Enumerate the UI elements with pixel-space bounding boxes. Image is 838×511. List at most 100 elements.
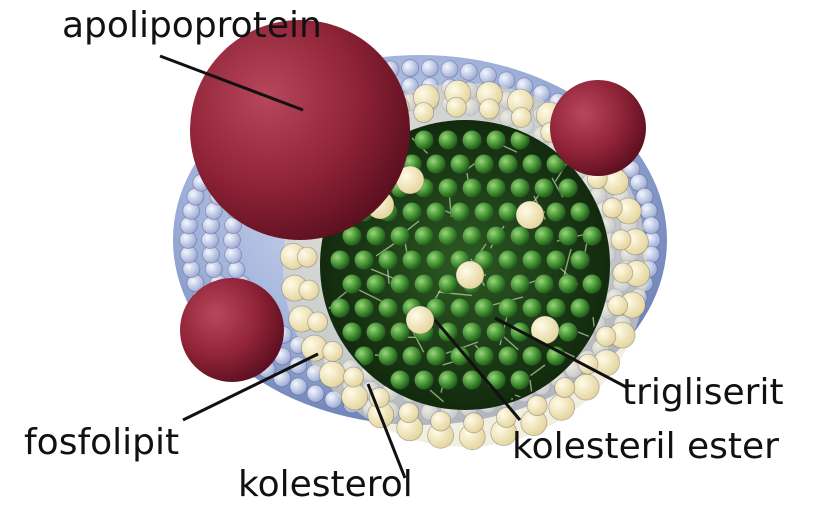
triglyceride bbox=[463, 323, 482, 342]
triglyceride bbox=[559, 275, 578, 294]
triglyceride bbox=[427, 347, 446, 366]
phospholipid-head bbox=[225, 246, 242, 263]
triglyceride bbox=[487, 179, 506, 198]
phospholipid-head bbox=[180, 217, 197, 234]
apolipoprotein-large bbox=[190, 20, 410, 240]
triglyceride bbox=[379, 251, 398, 270]
triglyceride bbox=[511, 227, 530, 246]
triglyceride bbox=[547, 299, 566, 318]
cholesterol-molecule bbox=[399, 403, 419, 423]
cholesterol-molecule bbox=[446, 97, 466, 117]
label-apolipoprotein: apolipoprotein bbox=[62, 8, 322, 44]
triglyceride bbox=[451, 299, 470, 318]
cholesterol-molecule bbox=[596, 326, 616, 346]
triglyceride bbox=[487, 371, 506, 390]
triglyceride bbox=[355, 299, 374, 318]
phospholipid-head bbox=[460, 63, 477, 80]
triglyceride bbox=[403, 251, 422, 270]
triglyceride bbox=[367, 227, 386, 246]
triglyceride bbox=[499, 155, 518, 174]
triglyceride bbox=[367, 275, 386, 294]
triglyceride bbox=[331, 251, 350, 270]
triglyceride bbox=[547, 251, 566, 270]
triglyceride bbox=[463, 227, 482, 246]
phospholipid-head bbox=[307, 385, 324, 402]
phospholipid-head bbox=[498, 72, 515, 89]
triglyceride bbox=[535, 275, 554, 294]
label-trigliserit: trigliserit bbox=[622, 375, 784, 411]
triglyceride bbox=[475, 299, 494, 318]
phospholipid-head bbox=[228, 261, 245, 278]
triglyceride bbox=[511, 371, 530, 390]
triglyceride bbox=[499, 203, 518, 222]
triglyceride bbox=[463, 179, 482, 198]
triglyceride bbox=[583, 275, 602, 294]
cholesterol-molecule bbox=[308, 312, 328, 332]
triglyceride bbox=[343, 275, 362, 294]
triglyceride bbox=[487, 131, 506, 150]
cholesterol-molecule bbox=[555, 378, 575, 398]
cholesterol-molecule bbox=[344, 367, 364, 387]
cholesterol-molecule bbox=[431, 411, 451, 431]
triglyceride bbox=[391, 227, 410, 246]
apolipoprotein-right bbox=[550, 80, 646, 176]
triglyceride bbox=[415, 371, 434, 390]
triglyceride bbox=[439, 131, 458, 150]
triglyceride bbox=[475, 155, 494, 174]
label-kolesterol: kolesterol bbox=[238, 467, 413, 503]
cholesterol-molecule bbox=[299, 280, 319, 300]
cholesterol-molecule bbox=[613, 263, 633, 283]
cholesteryl-ester bbox=[406, 306, 434, 334]
cholesterol-molecule bbox=[573, 374, 599, 400]
triglyceride bbox=[583, 227, 602, 246]
cholesteryl-ester bbox=[456, 261, 484, 289]
triglyceride bbox=[475, 347, 494, 366]
triglyceride bbox=[391, 275, 410, 294]
triglyceride bbox=[367, 323, 386, 342]
triglyceride bbox=[523, 299, 542, 318]
label-kolesteril-ester: kolesteril ester bbox=[512, 429, 779, 465]
triglyceride bbox=[403, 203, 422, 222]
triglyceride bbox=[499, 251, 518, 270]
triglyceride bbox=[415, 275, 434, 294]
label-fosfolipit: fosfolipit bbox=[24, 425, 179, 461]
triglyceride bbox=[535, 179, 554, 198]
triglyceride bbox=[487, 323, 506, 342]
triglyceride bbox=[523, 155, 542, 174]
triglyceride bbox=[427, 155, 446, 174]
triglyceride bbox=[535, 227, 554, 246]
phospholipid-head bbox=[183, 261, 200, 278]
triglyceride bbox=[487, 275, 506, 294]
triglyceride bbox=[475, 203, 494, 222]
cholesterol-molecule bbox=[611, 230, 631, 250]
triglyceride bbox=[523, 251, 542, 270]
triglyceride bbox=[451, 155, 470, 174]
triglyceride bbox=[463, 131, 482, 150]
triglyceride bbox=[511, 179, 530, 198]
triglyceride bbox=[523, 347, 542, 366]
cholesterol-molecule bbox=[319, 361, 345, 387]
triglyceride bbox=[559, 179, 578, 198]
phospholipid-head bbox=[290, 378, 307, 395]
triglyceride bbox=[559, 227, 578, 246]
triglyceride bbox=[559, 323, 578, 342]
cholesteryl-ester bbox=[516, 201, 544, 229]
phospholipid-head bbox=[205, 261, 222, 278]
triglyceride bbox=[391, 371, 410, 390]
triglyceride bbox=[415, 131, 434, 150]
cholesterol-molecule bbox=[464, 413, 484, 433]
triglyceride bbox=[343, 323, 362, 342]
phospholipid-head bbox=[402, 60, 419, 77]
phospholipid-head bbox=[643, 217, 660, 234]
triglyceride bbox=[331, 299, 350, 318]
triglyceride bbox=[571, 251, 590, 270]
triglyceride bbox=[379, 299, 398, 318]
triglyceride bbox=[427, 203, 446, 222]
cholesterol-molecule bbox=[511, 107, 531, 127]
triglyceride bbox=[439, 371, 458, 390]
cholesterol-molecule bbox=[297, 247, 317, 267]
triglyceride bbox=[439, 275, 458, 294]
triglyceride bbox=[451, 203, 470, 222]
phospholipid-head bbox=[421, 60, 438, 77]
